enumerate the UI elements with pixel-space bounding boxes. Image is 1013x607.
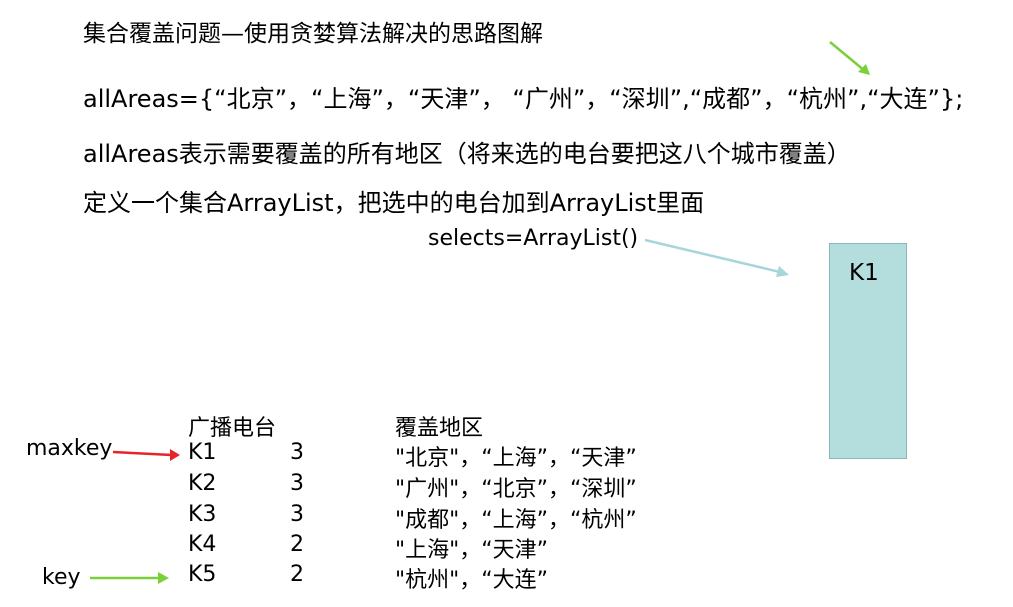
all-areas-definition: allAreas={“北京”，“上海”，“天津”， “广州”，“深圳”,“成都”… <box>83 85 964 113</box>
diagram-title: 集合覆盖问题—使用贪婪算法解决的思路图解 <box>83 21 543 47</box>
table-row: K1 3 "北京"，“上海”，“天津” <box>0 440 1013 471</box>
table-row: K3 3 "成都"，“上海”，“杭州” <box>0 502 1013 533</box>
header-areas: 覆盖地区 <box>395 416 484 441</box>
station-areas: "广州"，“北京”，“深圳” <box>395 477 637 502</box>
station-areas: "成都"，“上海”，“杭州” <box>395 508 637 533</box>
station-name: K2 <box>188 471 217 496</box>
table-row: K4 2 "上海"，“天津” <box>0 532 1013 563</box>
selects-label: selects=ArrayList() <box>428 226 639 251</box>
selected-station-label: K1 <box>849 260 879 286</box>
station-count: 3 <box>290 502 304 527</box>
station-count: 3 <box>290 440 304 465</box>
station-count: 2 <box>290 532 304 557</box>
key-label: key <box>42 565 81 590</box>
table-row: K2 3 "广州"，“北京”，“深圳” <box>0 471 1013 502</box>
selects-container-box: K1 <box>829 243 907 459</box>
station-count: 3 <box>290 471 304 496</box>
table-row: K5 2 "杭州"，“大连” <box>0 562 1013 593</box>
station-name: K3 <box>188 502 217 527</box>
station-areas: "上海"，“天津” <box>395 538 549 563</box>
header-station: 广播电台 <box>188 416 277 441</box>
station-areas: "北京"，“上海”，“天津” <box>395 446 637 471</box>
top-arrow <box>829 41 870 75</box>
all-areas-description: allAreas表示需要覆盖的所有地区（将来选的电台要把这八个城市覆盖） <box>83 140 851 168</box>
station-name: K1 <box>188 440 217 465</box>
station-areas: "杭州"，“大连” <box>395 568 549 593</box>
station-count: 2 <box>290 562 304 587</box>
station-name: K5 <box>188 562 217 587</box>
selects-arrow <box>644 238 789 277</box>
station-name: K4 <box>188 532 217 557</box>
maxkey-label: maxkey <box>26 436 113 461</box>
arraylist-description: 定义一个集合ArrayList，把选中的电台加到ArrayList里面 <box>83 189 705 217</box>
